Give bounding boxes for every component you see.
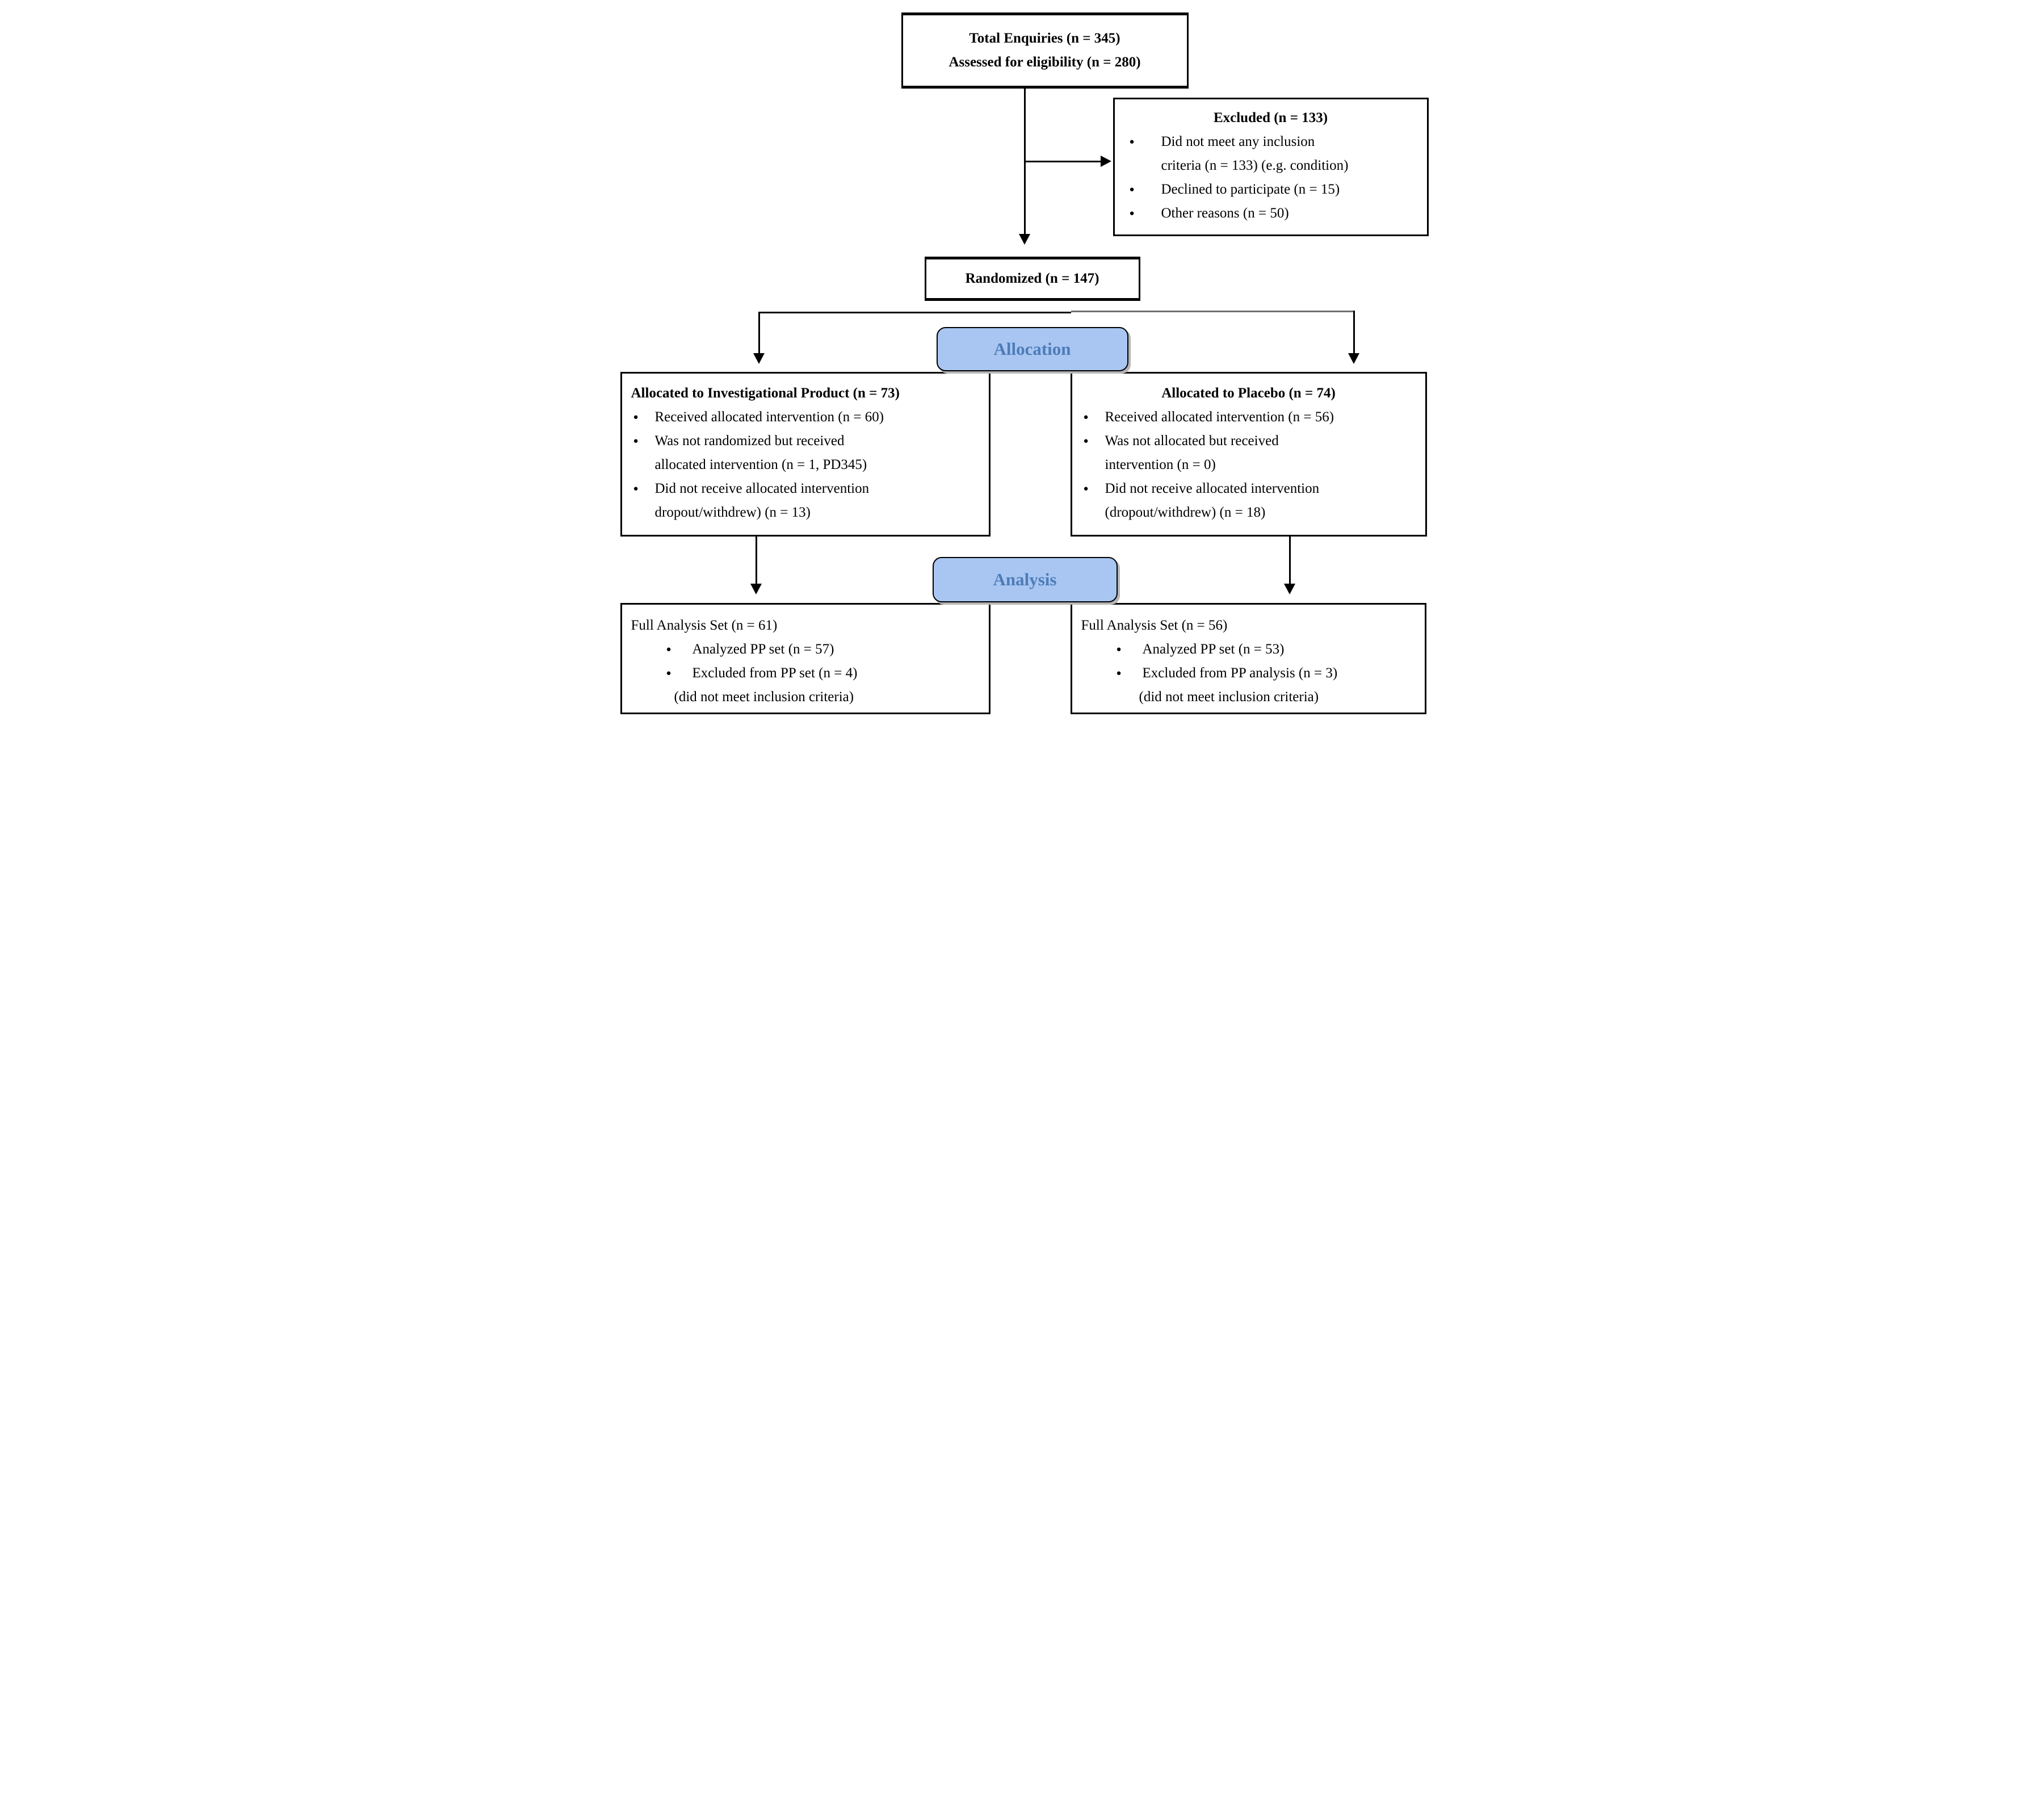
- analysis-left-footnote: (did not meet inclusion criteria): [674, 689, 854, 705]
- arrowhead-to-excluded: [1100, 156, 1111, 167]
- allocation-investigational-title: Allocated to Investigational Product (n …: [631, 385, 900, 401]
- connector-branch-left: [758, 312, 760, 354]
- randomized-title: Randomized (n = 147): [965, 271, 1099, 286]
- analysis-right-box: Full Analysis Set (n = 56) Analyzed PP s…: [1070, 603, 1426, 714]
- alloc-left-b1-line1: Received allocated intervention (n = 60): [654, 409, 884, 425]
- allocation-stage-text: Allocation: [993, 339, 1071, 359]
- arrowhead-to-analysis-left: [750, 584, 762, 594]
- alloc-right-b2-line2: intervention (n = 0): [1105, 457, 1216, 472]
- analysis-left-b2-line1: Excluded from PP set (n = 4): [692, 665, 858, 681]
- arrowhead-to-allocation-right: [1348, 353, 1359, 364]
- analysis-left-bullet-1: Analyzed PP set (n = 57): [666, 638, 989, 661]
- analysis-stage-text: Analysis: [993, 569, 1057, 589]
- analysis-left-box: Full Analysis Set (n = 61) Analyzed PP s…: [620, 603, 990, 714]
- excluded-title: Excluded (n = 133): [1213, 110, 1328, 125]
- connector-allocation-right-to-analysis: [1288, 537, 1291, 585]
- allocation-investigational-bullet-2: Was not randomized but received allocate…: [633, 429, 989, 477]
- arrowhead-to-allocation-left: [753, 353, 765, 364]
- allocation-placebo-title: Allocated to Placebo (n = 74): [1161, 385, 1336, 401]
- allocation-placebo-bullet-3: Did not receive allocated intervention (…: [1084, 477, 1425, 525]
- excluded-box: Excluded (n = 133) Did not meet any incl…: [1113, 98, 1429, 236]
- excluded-bullet-3-line-1: Other reasons (n = 50): [1161, 206, 1289, 221]
- allocation-investigational-box: Allocated to Investigational Product (n …: [620, 372, 990, 537]
- excluded-bullet-3: Other reasons (n = 50): [1130, 202, 1427, 225]
- enrollment-box: Total Enquiries (n = 345) Assessed for e…: [901, 12, 1189, 89]
- analysis-right-footnote: (did not meet inclusion criteria): [1139, 689, 1319, 705]
- allocation-placebo-bullet-1: Received allocated intervention (n = 56): [1084, 405, 1425, 429]
- excluded-bullet-2-line-1: Declined to participate (n = 15): [1161, 182, 1340, 197]
- branch-line-left: [758, 312, 1071, 313]
- alloc-right-b2-line1: Was not allocated but received: [1105, 433, 1279, 449]
- allocation-placebo-bullet-2: Was not allocated but received intervent…: [1084, 429, 1425, 477]
- branch-line-right: [1071, 311, 1355, 312]
- randomized-box: Randomized (n = 147): [924, 257, 1140, 301]
- alloc-left-b3-line1: Did not receive allocated intervention: [654, 481, 870, 496]
- alloc-left-b2-line2: allocated intervention (n = 1, PD345): [654, 457, 867, 472]
- excluded-bullet-1-line-1: Did not meet any inclusion: [1161, 134, 1315, 149]
- analysis-right-bullet-2: Excluded from PP analysis (n = 3): [1117, 661, 1425, 685]
- allocation-stage-label: Allocation: [936, 327, 1128, 371]
- enrollment-line-2: Assessed for eligibility (n = 280): [948, 55, 1141, 70]
- alloc-left-b2-line1: Was not randomized but received: [654, 433, 845, 449]
- connector-to-excluded: [1024, 161, 1102, 162]
- alloc-left-b3-line2: dropout/withdrew) (n = 13): [654, 505, 811, 520]
- analysis-right-b2-line1: Excluded from PP analysis (n = 3): [1142, 665, 1338, 681]
- excluded-bullet-1: Did not meet any inclusion criteria (n =…: [1130, 130, 1427, 178]
- analysis-left-bullet-2: Excluded from PP set (n = 4): [666, 661, 989, 685]
- allocation-investigational-bullet-3: Did not receive allocated intervention d…: [633, 477, 989, 525]
- arrowhead-to-randomized: [1018, 234, 1030, 245]
- connector-allocation-left-to-analysis: [755, 537, 757, 585]
- analysis-right-title: Full Analysis Set (n = 56): [1081, 618, 1228, 633]
- allocation-investigational-bullet-1: Received allocated intervention (n = 60): [633, 405, 989, 429]
- analysis-left-b1-line1: Analyzed PP set (n = 57): [692, 642, 834, 657]
- connector-branch-right: [1353, 311, 1355, 354]
- analysis-left-title: Full Analysis Set (n = 61): [631, 618, 778, 633]
- alloc-right-b3-line1: Did not receive allocated intervention: [1105, 481, 1320, 496]
- alloc-right-b1-line1: Received allocated intervention (n = 56): [1105, 409, 1334, 425]
- enrollment-line-1: Total Enquiries (n = 345): [969, 31, 1120, 46]
- excluded-bullet-2: Declined to participate (n = 15): [1130, 178, 1427, 202]
- alloc-right-b3-line2: (dropout/withdrew) (n = 18): [1105, 505, 1266, 520]
- allocation-placebo-box: Allocated to Placebo (n = 74) Received a…: [1070, 372, 1427, 537]
- consort-flow-diagram: Total Enquiries (n = 345) Assessed for e…: [613, 0, 1431, 722]
- analysis-right-b1-line1: Analyzed PP set (n = 53): [1142, 642, 1285, 657]
- analysis-right-bullet-1: Analyzed PP set (n = 53): [1117, 638, 1425, 661]
- excluded-bullet-1-line-2: criteria (n = 133) (e.g. condition): [1161, 158, 1349, 173]
- analysis-stage-label: Analysis: [932, 557, 1118, 602]
- arrowhead-to-analysis-right: [1283, 584, 1295, 594]
